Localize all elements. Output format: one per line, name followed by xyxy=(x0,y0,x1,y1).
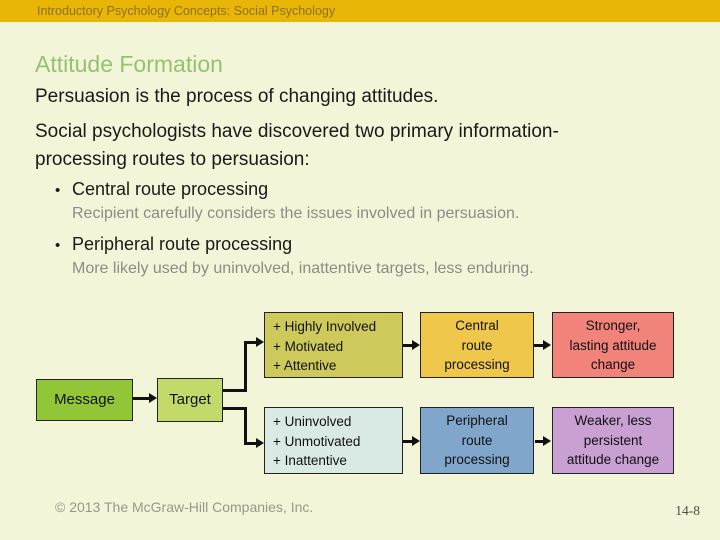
condition-line: + Highly Involved xyxy=(273,319,377,334)
bullet-peripheral-route-label: Peripheral route processing xyxy=(72,234,293,254)
bullet-dot-icon: • xyxy=(55,237,61,254)
outcome-line: attitude change xyxy=(566,452,660,467)
bullet-peripheral-route-detail: More likely used by uninvolved, inattent… xyxy=(72,260,534,277)
bullet-central-route-detail: Recipient carefully considers the issues… xyxy=(72,205,520,222)
message-box: Message xyxy=(36,379,133,421)
bullet-peripheral-route: • Peripheral route processing xyxy=(55,232,675,258)
slide-title: Attitude Formation xyxy=(35,51,223,77)
route-line: route xyxy=(461,337,493,353)
peripheral-route-box: Peripheral route processing xyxy=(420,407,534,474)
outcome-line: lasting attitude xyxy=(569,337,657,353)
bullet-central-route-label: Central route processing xyxy=(72,179,269,199)
condition-line: + Uninvolved xyxy=(273,414,352,429)
bullet-list: • Central route processing Recipient care… xyxy=(55,177,675,287)
condition-line: + Motivated xyxy=(273,338,344,354)
route-line: Peripheral xyxy=(446,413,508,428)
course-header-text: Introductory Psychology Concepts: Social… xyxy=(37,4,336,18)
routes-intro-text: Social psychologists have discovered two… xyxy=(35,121,559,170)
outcome-line: Stronger, xyxy=(585,318,641,333)
weaker-outcome-box: Weaker, less persistent attitude change xyxy=(552,407,674,474)
outcome-line: persistent xyxy=(583,432,643,448)
route-line: processing xyxy=(444,452,510,467)
target-box: Target xyxy=(157,378,223,422)
page-number: 14-8 xyxy=(675,503,700,518)
condition-line: + Unmotivated xyxy=(273,433,361,449)
outcome-line: Weaker, less xyxy=(574,413,652,428)
slide-header-bar: Introductory Psychology Concepts: Social… xyxy=(0,0,720,22)
persuasion-definition-text: Persuasion is the process of changing at… xyxy=(35,86,439,107)
route-line: Central xyxy=(455,318,499,333)
stronger-outcome-box: Stronger, lasting attitude change xyxy=(552,312,674,378)
involved-conditions-box: + Highly Involved + Motivated + Attentiv… xyxy=(264,312,403,378)
outcome-line: change xyxy=(590,357,636,372)
condition-line: + Attentive xyxy=(273,358,337,373)
condition-line: + Inattentive xyxy=(273,453,347,468)
route-line: processing xyxy=(444,357,510,372)
bullet-dot-icon: • xyxy=(55,182,61,199)
bullet-central-route: • Central route processing xyxy=(55,177,675,203)
copyright-text: © 2013 The McGraw-Hill Companies, Inc. xyxy=(55,499,314,515)
route-line: route xyxy=(461,432,493,448)
central-route-box: Central route processing xyxy=(420,312,534,378)
uninvolved-conditions-box: + Uninvolved + Unmotivated + Inattentive xyxy=(264,407,403,474)
